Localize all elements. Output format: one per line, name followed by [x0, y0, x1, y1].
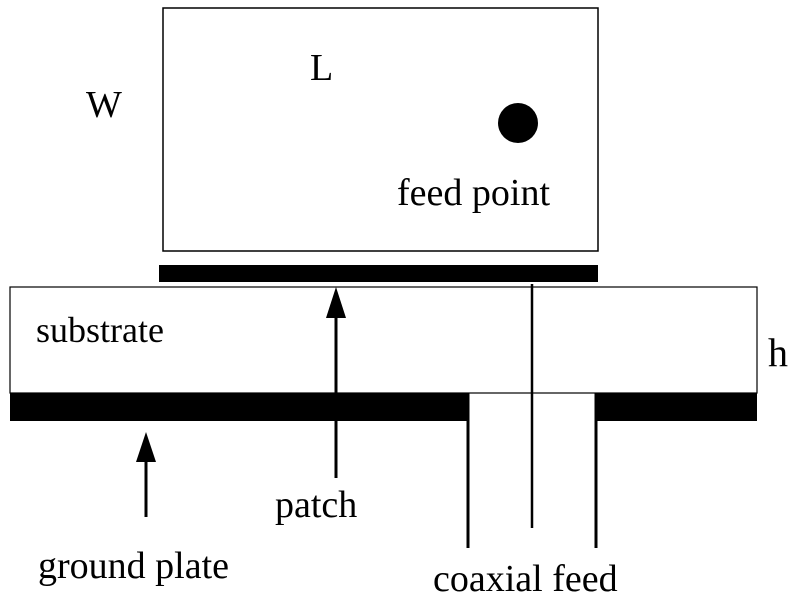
- ground-plate-label: ground plate: [38, 545, 229, 587]
- length-label: L: [310, 47, 333, 89]
- ground-plate-left: [10, 393, 469, 421]
- coaxial-feed-label: coaxial feed: [433, 558, 618, 597]
- height-label: h: [768, 330, 788, 375]
- ground-plate-right: [595, 393, 757, 421]
- patch-strip: [159, 265, 598, 282]
- substrate-layer: [9, 286, 758, 394]
- substrate-label: substrate: [36, 310, 164, 350]
- width-label: W: [86, 84, 122, 126]
- patch-label: patch: [275, 484, 357, 526]
- feed-point-label: feed point: [397, 172, 550, 214]
- patch-arrow-head: [326, 287, 346, 318]
- ground-arrow-head: [136, 432, 156, 462]
- feed-point-dot: [498, 103, 538, 143]
